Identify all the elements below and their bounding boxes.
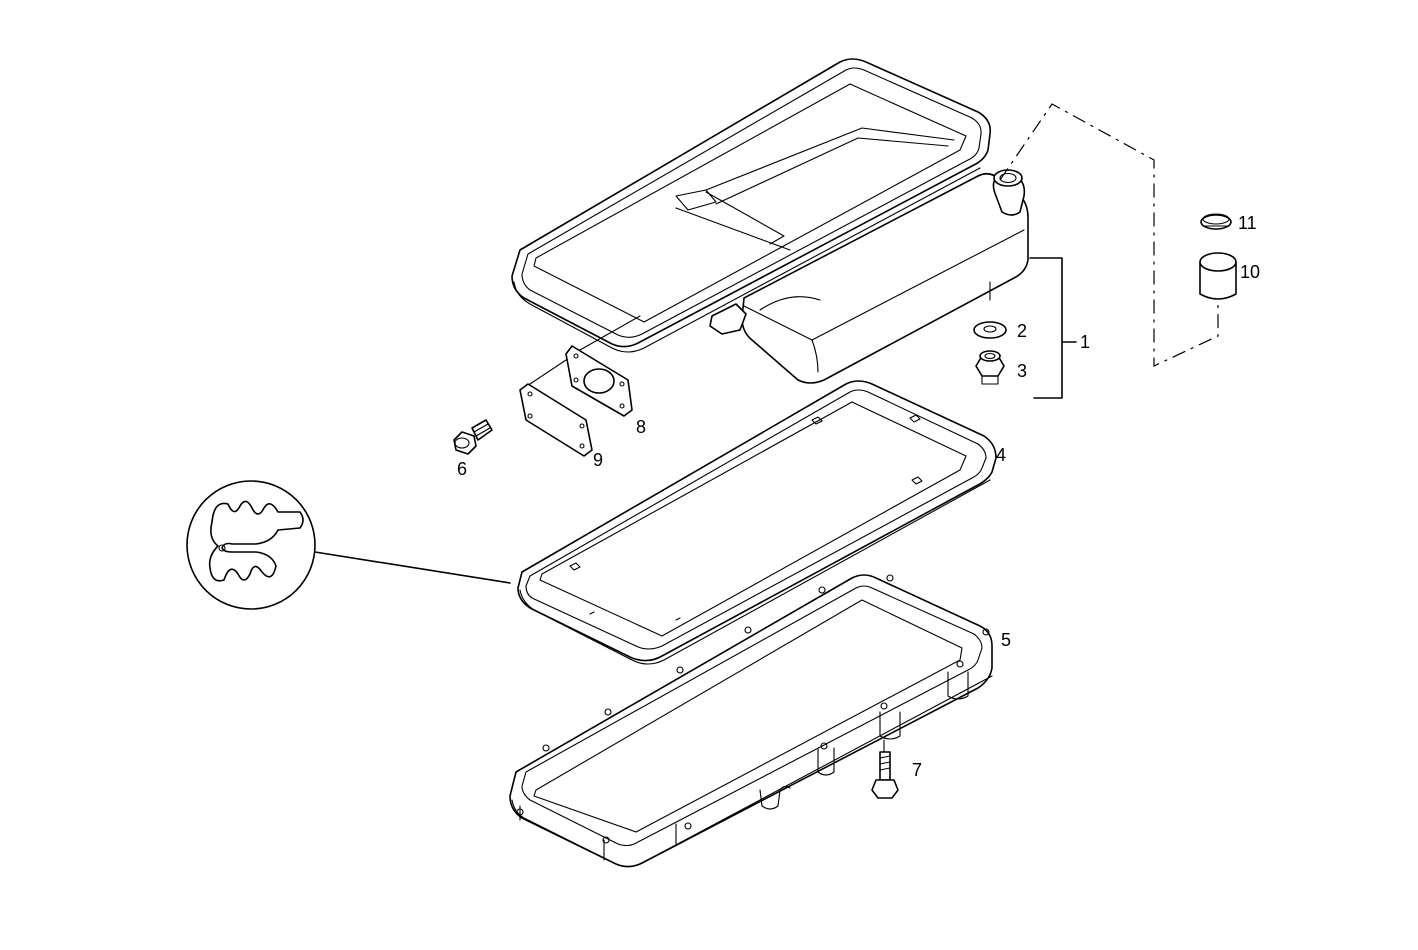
bolt-part-7 (871, 739, 899, 799)
assembly-line-8 (529, 315, 641, 385)
dash-dot-link-line (999, 103, 1219, 367)
callout-5: 5 (1001, 630, 1011, 650)
callout-4: 4 (996, 445, 1006, 465)
callout-labels: 1 2 3 4 5 6 7 8 9 10 11 (457, 213, 1260, 780)
detail-leader-line (314, 551, 511, 584)
gasket-part-4 (517, 380, 997, 665)
lower-frame-part-5 (509, 574, 993, 868)
callout-1: 1 (1080, 332, 1090, 352)
callout-11: 11 (1238, 213, 1257, 233)
callout-6: 6 (457, 459, 467, 479)
filter-cartridge-part-10 (1199, 252, 1237, 300)
callout-8: 8 (636, 417, 646, 437)
callout-7: 7 (912, 760, 922, 780)
callout-2: 2 (1017, 321, 1027, 341)
callout-10: 10 (1240, 262, 1260, 282)
cover-plate-part-8 (565, 345, 633, 417)
drain-plug-part-3 (975, 350, 1005, 385)
callout-bracket-1 (1029, 257, 1077, 399)
gasket-section-detail (186, 480, 316, 610)
blank-plate-part-9 (519, 383, 593, 457)
bolt-part-6 (453, 419, 493, 455)
callout-9: 9 (593, 450, 603, 470)
hose-clamp-part-11 (1200, 213, 1232, 230)
washer-part-2 (973, 321, 1007, 339)
callout-3: 3 (1017, 361, 1027, 381)
oil-sump-part-1 (511, 58, 1029, 384)
